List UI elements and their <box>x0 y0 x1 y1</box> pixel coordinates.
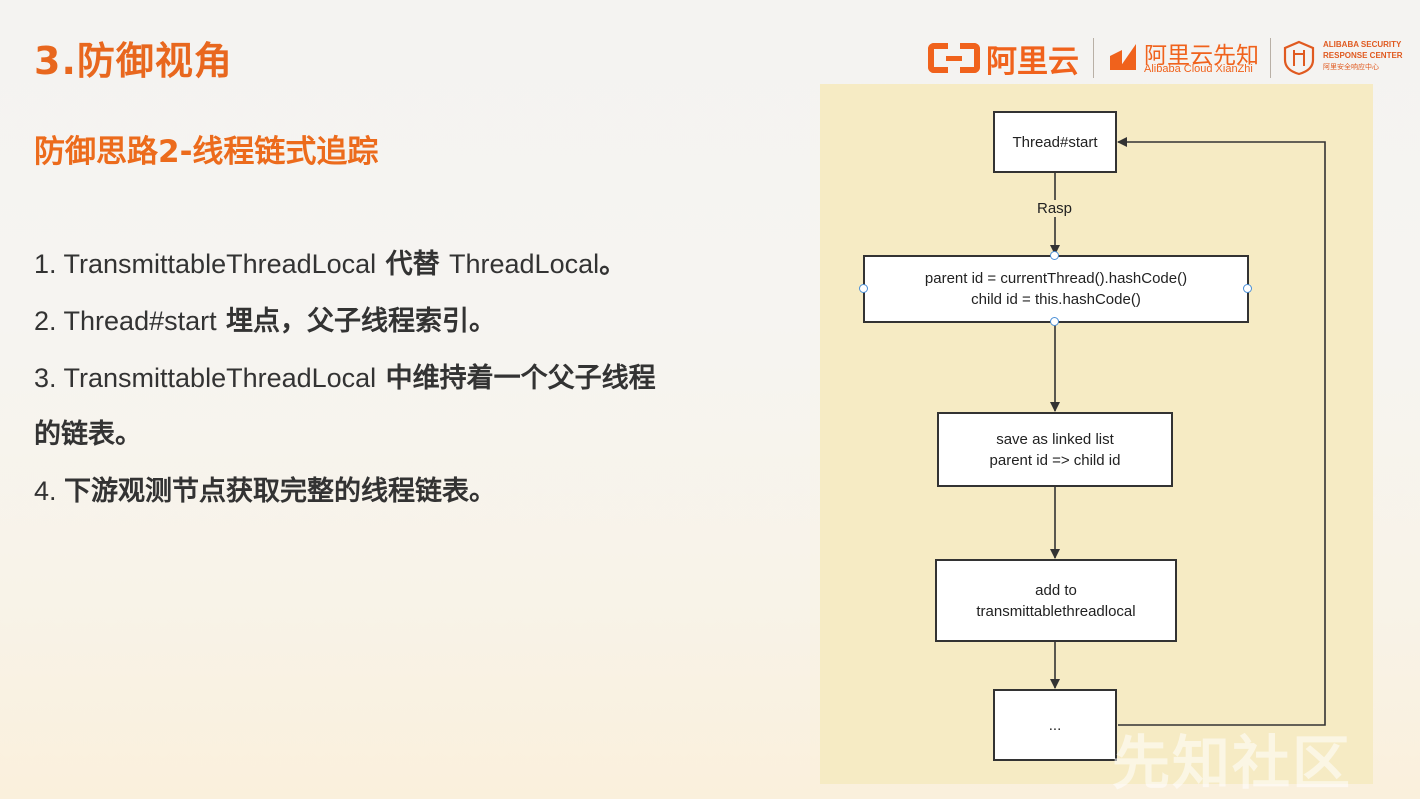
logo-divider <box>1093 38 1094 78</box>
aliyun-logo-text: 阿里云 <box>986 43 1079 80</box>
point-item-3: 3. TransmittableThreadLocal 中维持着一个父子线程 <box>34 350 774 407</box>
point-term: ThreadLocal <box>449 249 600 279</box>
point-number: 4. <box>34 476 65 506</box>
edge-label-rasp: Rasp <box>1035 200 1075 217</box>
node-add-ttl: add to transmittablethreadlocal <box>935 559 1177 642</box>
page-title: 3.防御视角 <box>34 39 233 83</box>
point-item-1: 1. TransmittableThreadLocal 代替 ThreadLoc… <box>34 236 774 293</box>
asrc-logo-line2: RESPONSE CENTER <box>1323 51 1403 60</box>
node-thread-start: Thread#start <box>993 111 1117 173</box>
point-term: TransmittableThreadLocal <box>63 249 377 279</box>
point-term: TransmittableThreadLocal <box>63 363 377 393</box>
node-text: add to <box>1035 581 1077 599</box>
node-text: transmittablethreadlocal <box>976 602 1136 620</box>
asrc-logo-line1: ALIBABA SECURITY <box>1323 40 1402 49</box>
point-number: 2. <box>34 306 64 336</box>
point-item-3-cont: 的链表。 <box>34 407 774 463</box>
connection-handle[interactable] <box>859 284 868 293</box>
node-text: save as linked list <box>996 430 1114 448</box>
asrc-logo-line3: 阿里安全响应中心 <box>1323 63 1379 71</box>
connection-handle[interactable] <box>1243 284 1252 293</box>
point-text: 中维持着一个父子线程 <box>376 363 656 394</box>
point-text: 埋点，父子线程索引。 <box>216 306 497 337</box>
point-term: Thread#start <box>63 306 217 336</box>
aliyun-logo: 阿里云 <box>928 38 1079 80</box>
node-text: parent id => child id <box>989 451 1121 469</box>
point-number: 1. <box>34 249 64 279</box>
asrc-shield-icon <box>1283 40 1315 76</box>
point-item-2: 2. Thread#start 埋点，父子线程索引。 <box>34 293 774 350</box>
point-list: 1. TransmittableThreadLocal 代替 ThreadLoc… <box>34 236 774 520</box>
point-number: 3. <box>34 363 64 393</box>
connection-handle[interactable] <box>1050 251 1059 260</box>
xianzhi-logo-subtext: Alibaba Cloud XianZhi <box>1144 63 1253 75</box>
node-text: ... <box>1048 716 1062 734</box>
connection-handle[interactable] <box>1050 317 1059 326</box>
node-ids: parent id = currentThread().hashCode() c… <box>863 255 1249 323</box>
edge-loop-back <box>1117 137 1326 726</box>
watermark: 先知社区 <box>1112 729 1353 797</box>
aliyun-icon <box>928 41 980 75</box>
point-text: 代替 <box>376 249 449 280</box>
flowchart-panel: Rasp Thread#start parent id = currentThr… <box>820 84 1373 784</box>
point-item-4: 4. 下游观测节点获取完整的线程链表。 <box>34 463 774 520</box>
xianzhi-icon <box>1110 44 1136 70</box>
node-text: parent id = currentThread().hashCode() <box>924 270 1188 287</box>
point-text: 下游观测节点获取完整的线程链表。 <box>64 476 497 507</box>
node-save-linked-list: save as linked list parent id => child i… <box>937 412 1173 487</box>
node-text: child id = this.hashCode() <box>971 291 1141 308</box>
node-text: Thread#start <box>1012 133 1098 151</box>
xianzhi-logo-text: 阿里云先知 <box>1144 43 1259 69</box>
section-subtitle: 防御思路2-线程链式追踪 <box>34 134 379 170</box>
point-text: 。 <box>599 249 627 280</box>
node-more: ... <box>993 689 1117 761</box>
brand-logos: 阿里云 阿里云先知 Alibaba Cloud XianZhi ALIBABA … <box>928 36 1403 80</box>
logo-divider <box>1270 38 1271 78</box>
point-text: 的链表。 <box>34 419 142 450</box>
